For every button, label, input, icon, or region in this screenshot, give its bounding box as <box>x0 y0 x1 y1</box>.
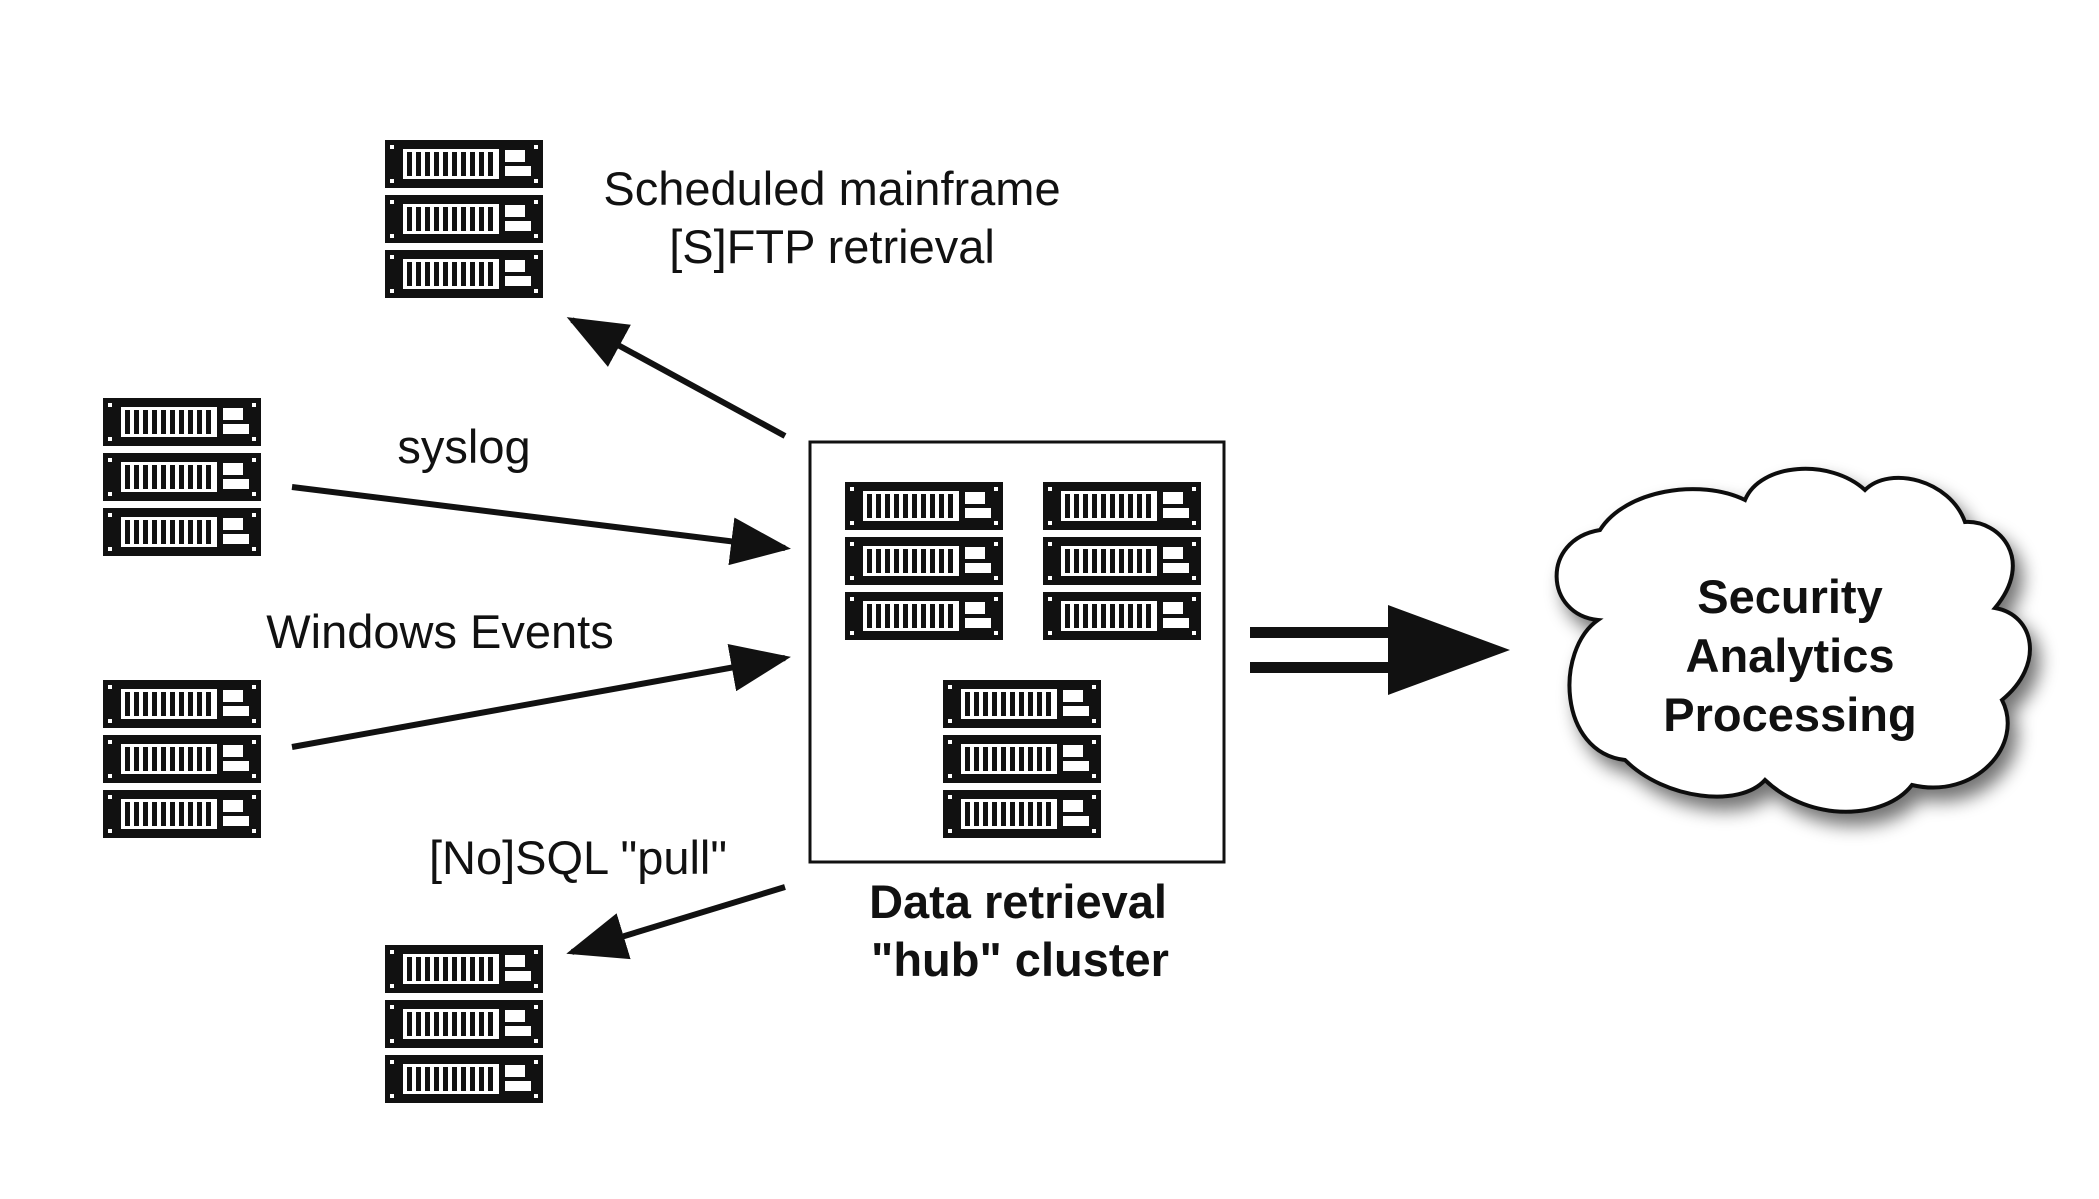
hub-label-line2: "hub" cluster <box>871 933 1169 986</box>
mainframe-label-line2: [S]FTP retrieval <box>669 220 995 273</box>
mainframe-server-icon <box>385 140 543 298</box>
syslog-label: syslog <box>397 420 530 473</box>
cloud-label-line2: Analytics <box>1686 629 1895 682</box>
mainframe-label-line1: Scheduled mainframe <box>603 162 1060 215</box>
cloud-label-line3: Processing <box>1663 688 1916 741</box>
mainframe-arrow <box>566 317 787 439</box>
hub-server-icon <box>943 680 1101 838</box>
nosql-server-icon <box>385 945 543 1103</box>
hub-label-line1: Data retrieval <box>869 875 1167 928</box>
hub-server-icon <box>1043 482 1201 640</box>
hub-to-cloud-arrow <box>1250 605 1510 695</box>
windows-events-label: Windows Events <box>266 605 613 658</box>
nosql-label: [No]SQL "pull" <box>429 831 727 884</box>
analytics-cloud-icon <box>1554 466 2032 814</box>
nosql-arrow <box>566 884 786 960</box>
cloud-label-line1: Security <box>1697 570 1882 623</box>
hub-server-icon <box>845 482 1003 640</box>
windows-events-arrow <box>291 643 791 750</box>
syslog-server-icon <box>103 398 261 556</box>
syslog-arrow <box>291 484 791 566</box>
windows-server-icon <box>103 680 261 838</box>
